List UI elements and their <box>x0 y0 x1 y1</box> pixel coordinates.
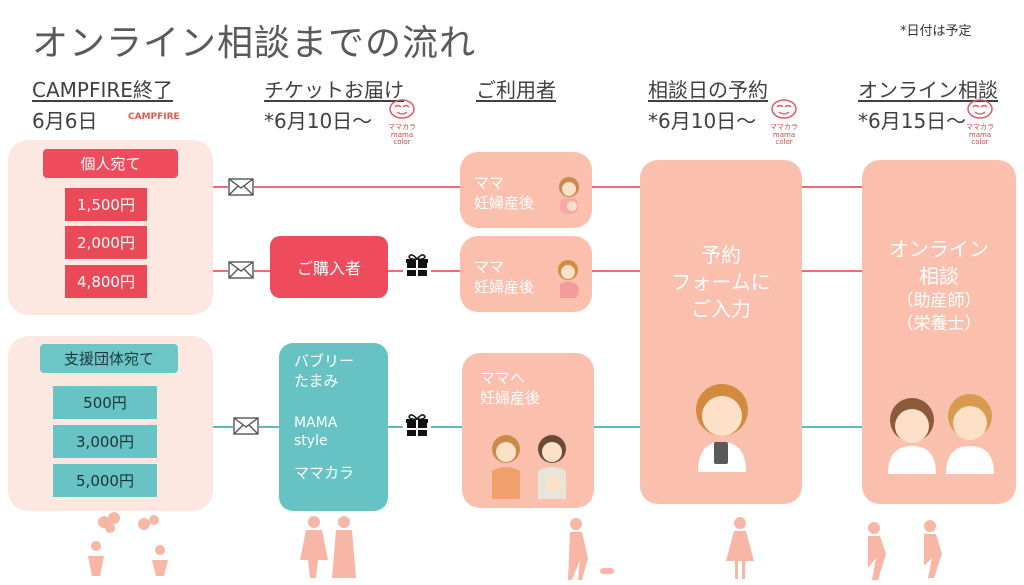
woman-dress-icon <box>726 517 754 579</box>
user-card: ママ 妊婦産後 <box>460 236 592 312</box>
mamacolor-logo-subtext: mama color <box>772 130 796 147</box>
column-title: CAMPFIRE終了 <box>32 78 173 102</box>
flow-line <box>802 426 862 428</box>
reservation-text: フォームに <box>671 270 771 294</box>
mamacolor-logo-subtext: mama color <box>968 130 992 147</box>
envelope-icon <box>228 178 254 196</box>
purchaser-box: ご購入者 <box>270 236 388 298</box>
column-header-ticket: チケットお届け *6月10日〜 <box>264 74 404 134</box>
price-4800: 4,800円 <box>65 265 147 298</box>
reservation-card: 予約 フォームに ご入力 <box>640 160 802 504</box>
column-title: チケットお届け <box>264 78 404 102</box>
mamacolor-logo-icon <box>771 99 797 119</box>
org-name: style <box>294 433 328 450</box>
specialists-illustration-icon <box>888 394 994 474</box>
reservation-text: ご入力 <box>691 297 751 321</box>
flow-line <box>802 186 862 188</box>
mamacolor-logo-text: ママカラ <box>770 123 798 131</box>
user-label: ママ <box>474 258 505 276</box>
flow-line <box>592 186 640 188</box>
campfire-logo: CAMPFIRE <box>128 112 180 122</box>
mothers-illustration-icon <box>492 435 566 499</box>
woman-walking-dog-icon <box>568 518 614 580</box>
column-date: 6月6日 <box>32 109 98 133</box>
mamacolor-logo-icon <box>967 99 993 119</box>
column-title: ご利用者 <box>476 78 556 102</box>
children-running-icon <box>868 520 942 580</box>
mamacolor-logo-icon <box>389 99 415 119</box>
mamacolor-logo-text: ママカラ <box>966 123 994 131</box>
mamacolor-logo: ママカラ mama color <box>384 98 420 147</box>
column-header-online: オンライン相談 *6月15日〜 <box>858 74 998 134</box>
org-name: たまみ <box>294 372 339 391</box>
org-name: ママカラ <box>294 464 355 483</box>
consultation-text: （栄養士） <box>896 313 982 334</box>
user-label: 妊婦産後 <box>480 388 541 407</box>
column-date: *6月10日〜 <box>264 109 373 133</box>
page-title: オンライン相談までの流れ <box>32 23 477 64</box>
mother-baby-icon <box>559 177 579 214</box>
flow-line <box>802 270 862 272</box>
column-date: *6月10日〜 <box>648 109 757 133</box>
consultation-text: オンライン <box>889 237 989 261</box>
pregnant-woman-icon <box>558 260 579 298</box>
consultation-text: 相談 <box>919 264 959 288</box>
woman-smartphone-icon <box>696 384 748 472</box>
consultation-text: （助産師） <box>896 291 982 311</box>
column-date: *6月15日〜 <box>858 109 967 133</box>
user-card: ママ 妊婦産後 <box>460 152 592 228</box>
user-label: ママへ <box>480 369 526 387</box>
column-title: オンライン相談 <box>858 78 998 102</box>
online-consultation-card: オンライン 相談 （助産師） （栄養士） <box>862 160 1016 504</box>
gift-icon <box>403 411 431 439</box>
mamacolor-logo: ママカラ mama color <box>962 98 998 147</box>
women-silhouette-icon <box>300 516 356 578</box>
flow-line <box>592 270 640 272</box>
schedule-note: *日付は予定 <box>900 24 972 39</box>
mamacolor-logo-subtext: mama color <box>390 130 414 147</box>
price-3000: 3,000円 <box>53 425 157 458</box>
org-name: バブリー <box>294 352 355 370</box>
flow-line <box>594 426 640 428</box>
price-1500: 1,500円 <box>65 188 147 221</box>
user-label: ママ <box>474 174 505 192</box>
children-balloons-icon <box>88 512 168 576</box>
envelope-icon <box>228 261 254 279</box>
support-label: 支援団体宛て <box>40 344 178 373</box>
column-title: 相談日の予約 <box>648 78 768 102</box>
envelope-icon <box>233 417 259 435</box>
mamacolor-logo-text: ママカラ <box>388 123 416 131</box>
reservation-text: 予約 <box>701 243 741 267</box>
organizations-box: バブリー たまみ MAMA style ママカラ <box>279 343 388 511</box>
org-name: MAMA <box>294 414 338 431</box>
individual-label: 個人宛て <box>43 149 178 178</box>
flow-line-individual-1 <box>213 186 461 188</box>
price-2000: 2,000円 <box>65 226 147 259</box>
column-header-reservation: 相談日の予約 *6月10日〜 <box>648 74 768 134</box>
user-card: ママへ 妊婦産後 <box>462 353 594 508</box>
column-header-users: ご利用者 <box>476 74 556 103</box>
gift-icon <box>403 251 431 279</box>
column-header-campfire: CAMPFIRE終了 6月6日 <box>32 74 173 134</box>
user-label: 妊婦産後 <box>474 277 535 296</box>
price-500: 500円 <box>53 386 157 419</box>
price-5000: 5,000円 <box>53 464 157 497</box>
mamacolor-logo: ママカラ mama color <box>766 98 802 147</box>
user-label: 妊婦産後 <box>474 193 535 212</box>
